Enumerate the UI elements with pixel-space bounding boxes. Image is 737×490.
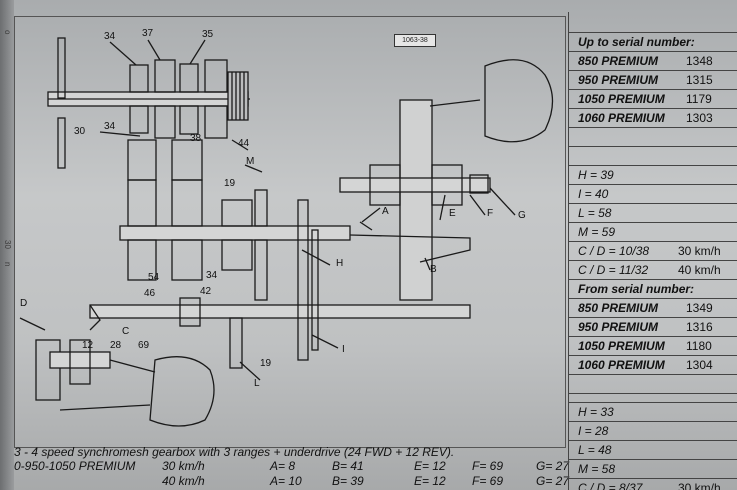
ratio-a: A= 8	[270, 459, 296, 473]
ratio-f: F= 69	[472, 459, 504, 473]
callout-B: B	[430, 264, 437, 275]
ratio-f: F= 69	[472, 474, 504, 488]
gearbox-diagram-frame	[14, 16, 566, 448]
table-row: L = 48	[568, 440, 737, 460]
callout-34: 34	[104, 31, 116, 42]
ratio-e: E= 12	[414, 474, 446, 488]
callout-28: 28	[110, 340, 122, 351]
speed-label: 40 km/h	[162, 474, 205, 488]
ratio-g: G= 27	[536, 459, 570, 473]
callout-34: 34	[104, 121, 116, 132]
table-spacer	[568, 146, 737, 166]
table-row: I = 28	[568, 421, 737, 441]
speed-label: 30 km/h	[162, 459, 205, 473]
ratio-g: G= 27	[536, 474, 570, 488]
gearbox-diagram	[19, 37, 554, 427]
callout-37: 37	[142, 28, 154, 39]
spine-text: n	[3, 262, 12, 267]
callout-A: A	[382, 206, 389, 217]
table-border	[568, 12, 569, 490]
ratio-e: E= 12	[414, 459, 446, 473]
table-row: M = 59	[568, 222, 737, 242]
reference-code: 1063-38	[394, 34, 436, 47]
table-row: H = 33	[568, 402, 737, 422]
callout-35: 35	[202, 29, 214, 40]
table-row: M = 58	[568, 459, 737, 479]
callout-38: 38	[190, 133, 202, 144]
callout-44: 44	[238, 138, 250, 149]
gearbox-caption: 3 - 4 speed synchromesh gearbox with 3 r…	[14, 445, 455, 459]
table-spacer	[568, 127, 737, 147]
callout-M: M	[246, 156, 255, 167]
table-row: L = 58	[568, 203, 737, 223]
ratio-a: A= 10	[270, 474, 302, 488]
callout-H: H	[336, 258, 344, 269]
table-heading: Up to serial number:	[568, 32, 737, 52]
callout-E: E	[449, 208, 456, 219]
callout-D: D	[20, 298, 28, 309]
callout-54: 54	[148, 272, 160, 283]
callout-F: F	[487, 208, 494, 219]
table-spacer	[568, 393, 737, 413]
callout-19: 19	[224, 178, 236, 189]
callout-46: 46	[144, 288, 156, 299]
callout-I: I	[342, 344, 345, 355]
ratio-b: B= 39	[332, 474, 364, 488]
table-row: I = 40	[568, 184, 737, 204]
ratio-b: B= 41	[332, 459, 364, 473]
table-row: H = 39	[568, 165, 737, 185]
callout-34: 34	[206, 270, 218, 281]
table-heading: From serial number:	[568, 279, 737, 299]
book-spine: o 30 n	[0, 0, 14, 490]
callout-19: 19	[260, 358, 272, 369]
table-spacer	[568, 374, 737, 394]
callout-G: G	[518, 210, 526, 221]
model-label: 0-950-1050 PREMIUM	[14, 459, 136, 473]
callout-12: 12	[82, 340, 94, 351]
callout-L: L	[254, 378, 260, 389]
spine-text: o	[3, 30, 12, 35]
callout-42: 42	[200, 286, 212, 297]
callout-30: 30	[74, 126, 86, 137]
spine-text: 30	[3, 240, 12, 249]
callout-C: C	[122, 326, 130, 337]
callout-69: 69	[138, 340, 150, 351]
